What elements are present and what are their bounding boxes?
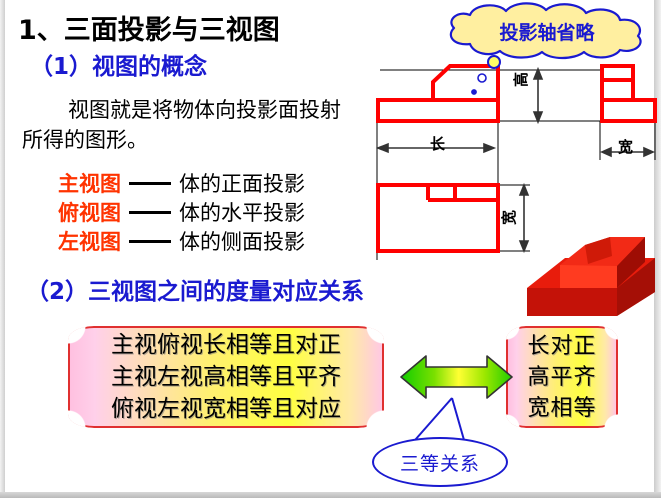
section-1-heading: （1）视图的概念 — [30, 54, 208, 80]
cloud-callout-label: 投影轴省略 — [499, 21, 595, 44]
definition-description: 体的侧面投影 — [179, 230, 305, 254]
section-1-body: 视图就是将物体向投影面投射所得的图形。 — [22, 98, 341, 152]
cloud-callout: 投影轴省略 — [440, 2, 650, 60]
rule-line-2: 主视左视高相等且平齐 — [111, 364, 341, 390]
definition-name: 左视图 — [58, 230, 121, 254]
summary-line-1: 长对正 — [527, 333, 597, 359]
definition-description: 体的水平投影 — [179, 201, 305, 225]
definition-name: 俯视图 — [58, 201, 121, 225]
definition-row-top-view: 俯视图 体的水平投影 — [58, 197, 305, 227]
page-title: 1、三面投影与三视图 — [18, 15, 280, 46]
definition-dash-icon — [129, 239, 171, 243]
projection-lines — [376, 69, 656, 260]
summary-banner: 长对正 高平齐 宽相等 — [506, 326, 618, 428]
cloud-shape-icon — [449, 2, 642, 60]
front-view-outline — [376, 64, 500, 123]
double-arrow-icon — [400, 355, 513, 399]
dimension-label-width: 宽 — [618, 138, 634, 156]
dimension-label-length: 长 — [430, 135, 446, 153]
frame-edge-bottom — [0, 492, 661, 498]
definition-description: 体的正面投影 — [179, 172, 305, 196]
definition-name: 主视图 — [58, 172, 121, 196]
frame-edge-right — [654, 0, 661, 492]
rule-line-3: 俯视左视宽相等且对应 — [111, 396, 341, 422]
summary-line-2: 高平齐 — [527, 364, 597, 390]
frame-edge-left — [0, 0, 5, 492]
dimension-label-height: 高 — [512, 71, 530, 87]
definition-row-left-view: 左视图 体的侧面投影 — [58, 226, 305, 256]
left-view-outline — [600, 64, 657, 123]
projection-dots-icon — [471, 55, 501, 95]
summary-line-3: 宽相等 — [527, 395, 597, 421]
dimension-label-depth: 宽 — [500, 209, 518, 225]
section-2-heading: （2）三视图之间的度量对应关系 — [26, 279, 365, 305]
definition-dash-icon — [129, 210, 171, 214]
rules-banner: 主视俯视长相等且对正 主视左视高相等且平齐 俯视左视宽相等且对应 — [68, 326, 384, 428]
definition-row-front-view: 主视图 体的正面投影 — [58, 168, 305, 198]
ellipse-callout-label: 三等关系 — [399, 452, 480, 475]
definition-dash-icon — [129, 181, 171, 185]
dimension-depth — [518, 182, 530, 254]
ellipse-callout: 三等关系 — [372, 437, 508, 487]
dimension-height — [532, 66, 544, 125]
top-view-outline — [376, 183, 500, 253]
rule-line-1: 主视俯视长相等且对正 — [111, 332, 341, 358]
isometric-3d-model — [527, 237, 655, 316]
